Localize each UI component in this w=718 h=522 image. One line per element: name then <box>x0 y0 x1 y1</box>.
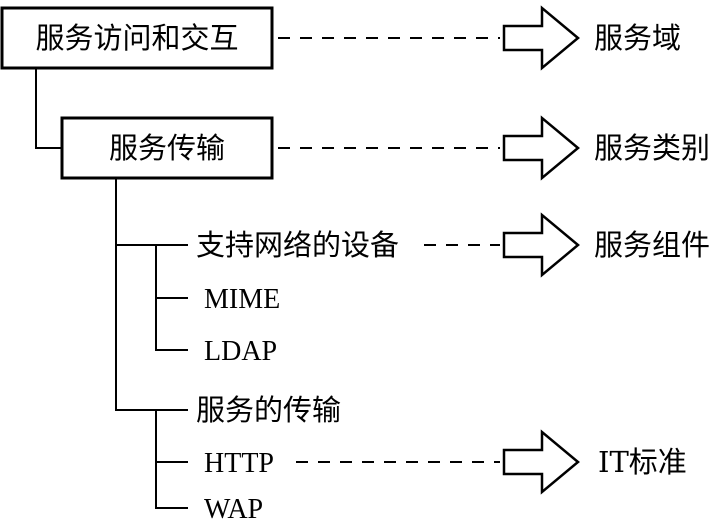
target-component-label: 服务组件 <box>594 228 710 262</box>
service-access-label: 服务访问和交互 <box>35 21 238 55</box>
wap-label: WAP <box>204 494 263 522</box>
target-domain-label: 服务域 <box>594 21 681 55</box>
tree-connectors <box>35 68 188 509</box>
connector-devices-branch <box>155 245 188 351</box>
arrow-component-icon <box>502 212 580 278</box>
service-transmission-label: 服务的传输 <box>196 393 341 427</box>
devices-label: 支持网络的设备 <box>196 228 399 262</box>
http-label: HTTP <box>204 448 274 479</box>
service-transport-box-label: 服务传输 <box>109 131 225 165</box>
connector-top-to-second <box>35 68 62 149</box>
target-category-label: 服务类别 <box>594 131 710 165</box>
connector-second-trunk <box>115 178 188 411</box>
arrow-it-standard-icon <box>502 429 580 495</box>
ldap-label: LDAP <box>204 336 277 367</box>
arrow-domain-icon <box>502 5 580 71</box>
connector-transport-branch <box>155 410 188 509</box>
target-it-standard-label: IT标准 <box>598 445 687 479</box>
arrow-category-icon <box>502 115 580 181</box>
service-transport-box <box>60 116 274 180</box>
service-access-box <box>0 6 274 70</box>
mime-label: MIME <box>204 284 280 315</box>
